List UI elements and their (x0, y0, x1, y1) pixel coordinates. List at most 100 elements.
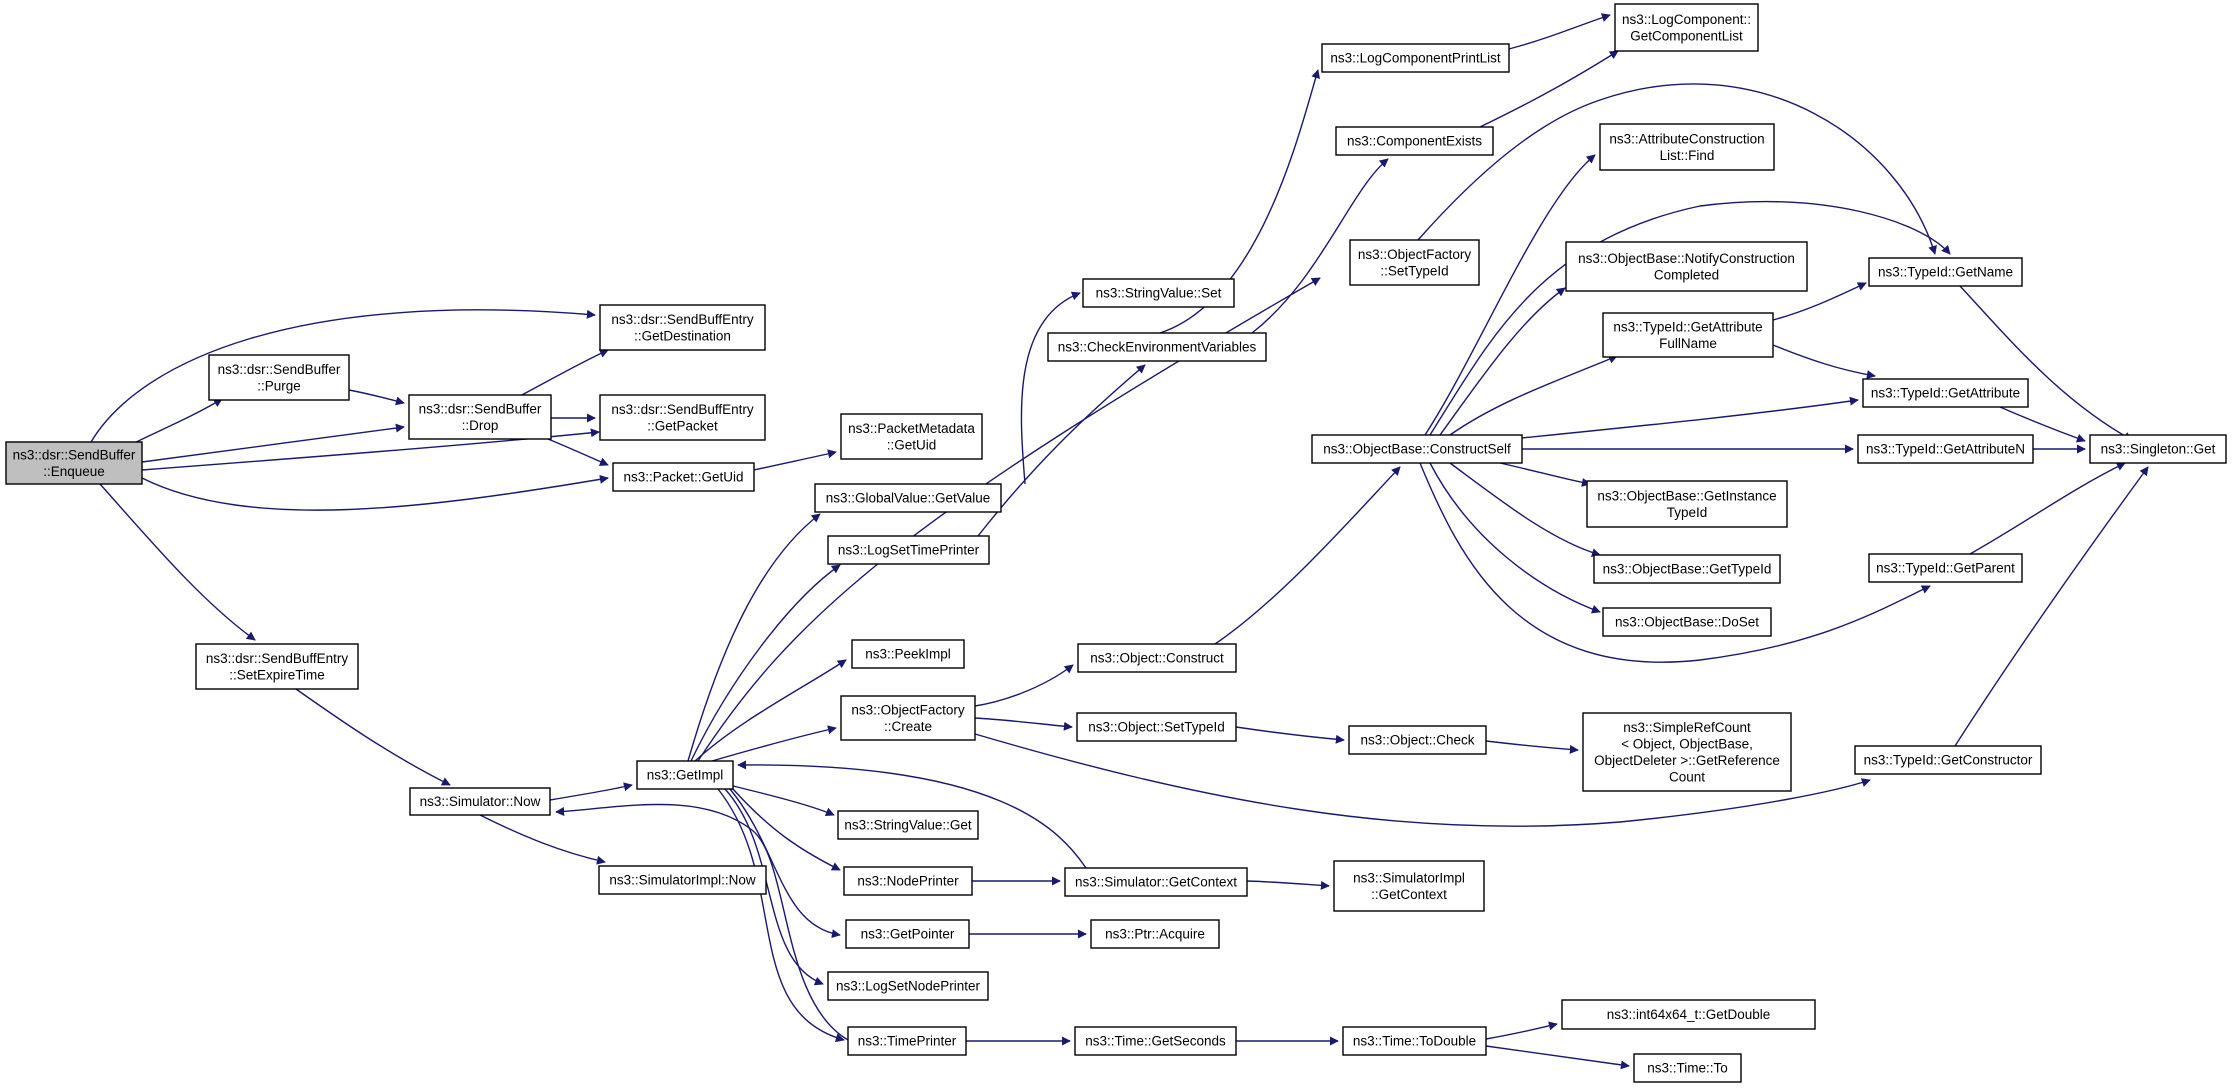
node-tidgetctor[interactable]: ns3::TypeId::GetConstructor (1854, 745, 2042, 775)
node-box (195, 643, 359, 690)
edge-to-svget (732, 785, 835, 817)
node-getpacket[interactable]: ns3::dsr::SendBuffEntry::GetPacket (599, 394, 766, 441)
node-box (1614, 3, 1759, 52)
node-box (851, 639, 965, 669)
edge-to-tidgetattrfull (1449, 354, 1618, 436)
node-peekimpl[interactable]: ns3::PeekImpl (851, 639, 965, 669)
node-label: ::SetTypeId (1380, 263, 1448, 278)
edge-to-tidgetparent (1419, 462, 1931, 663)
node-label: ObjectDeleter >::GetReference (1594, 753, 1780, 768)
edge-to-logsetnp (724, 788, 824, 986)
node-box (1868, 257, 2023, 287)
node-box (599, 394, 766, 441)
node-simnow[interactable]: ns3::Simulator::Now (409, 787, 551, 816)
node-getimpl[interactable]: ns3::GetImpl (636, 760, 734, 790)
edge-to-ofcreate (711, 725, 837, 762)
edge-to-tidgetname (1772, 282, 1867, 321)
node-tidgetname[interactable]: ns3::TypeId::GetName (1868, 257, 2023, 287)
node-pktuid[interactable]: ns3::Packet::GetUid (612, 462, 755, 492)
node-label: ns3::SimulatorImpl::Now (609, 873, 756, 888)
node-label: ::Enqueue (43, 464, 105, 479)
node-enqueue[interactable]: ns3::dsr::SendBuffer::Enqueue (5, 441, 143, 485)
node-box (814, 483, 1002, 513)
node-label: ns3::Time::ToDouble (1353, 1034, 1476, 1049)
edge-to-getdest (519, 349, 609, 397)
node-logsettp[interactable]: ns3::LogSetTimePrinter (827, 535, 990, 565)
node-box (840, 413, 983, 460)
node-compexists[interactable]: ns3::ComponentExists (1335, 126, 1494, 156)
node-tidgetattrn[interactable]: ns3::TypeId::GetAttributeN (1857, 434, 2034, 464)
edge-to-peekimpl (694, 659, 847, 762)
node-svget[interactable]: ns3::StringValue::Get (837, 810, 979, 840)
node-label: ns3::ObjectBase::ConstructSelf (1323, 442, 1511, 457)
node-getpointer[interactable]: ns3::GetPointer (845, 919, 970, 949)
node-label: ::Purge (257, 378, 301, 393)
node-objsettid[interactable]: ns3::Object::SetTypeId (1076, 712, 1237, 742)
node-ofcreate[interactable]: ns3::ObjectFactory::Create (840, 695, 976, 741)
node-objconstruct[interactable]: ns3::Object::Construct (1077, 643, 1237, 673)
node-timeto[interactable]: ns3::Time::To (1633, 1053, 1742, 1083)
node-label: FullName (1659, 336, 1717, 351)
node-lcgetlist[interactable]: ns3::LogComponent::GetComponentList (1614, 3, 1759, 52)
edge-to-tidgetattr (1772, 344, 1876, 380)
node-pmuid[interactable]: ns3::PacketMetadata::GetUid (840, 413, 983, 460)
node-objcheck[interactable]: ns3::Object::Check (1348, 725, 1487, 755)
node-timeprinter[interactable]: ns3::TimePrinter (847, 1026, 967, 1056)
node-setexpire[interactable]: ns3::dsr::SendBuffEntry::SetExpireTime (195, 643, 359, 690)
edge-to-acfind (1424, 154, 1596, 436)
node-simimplctx[interactable]: ns3::SimulatorImpl::GetContext (1333, 860, 1485, 912)
node-tidgetparent[interactable]: ns3::TypeId::GetParent (1868, 553, 2023, 583)
node-box (840, 695, 976, 741)
node-box (1064, 867, 1248, 897)
node-logsetnp[interactable]: ns3::LogSetNodePrinter (827, 971, 989, 1001)
node-box (1311, 434, 1523, 464)
edge-to-obnotify (1439, 287, 1566, 436)
node-gvget[interactable]: ns3::GlobalValue::GetValue (814, 483, 1002, 513)
node-label: Completed (1654, 267, 1719, 282)
node-box (1582, 712, 1792, 792)
node-lcprintlist[interactable]: ns3::LogComponentPrintList (1321, 43, 1510, 73)
node-label: ns3::SimulatorImpl (1353, 870, 1465, 885)
edge-to-obconstructself (1214, 466, 1401, 645)
node-simgetctx[interactable]: ns3::Simulator::GetContext (1064, 867, 1248, 897)
node-box (1602, 312, 1774, 358)
nodes-layer: ns3::dsr::SendBuffer::Enqueuens3::dsr::S… (5, 3, 2227, 1083)
edge-to-int64getdouble (1485, 1021, 1558, 1040)
edge-to-simnow (295, 688, 451, 786)
node-obdoset[interactable]: ns3::ObjectBase::DoSet (1602, 607, 1772, 637)
node-nodeprinter[interactable]: ns3::NodePrinter (843, 866, 973, 896)
node-box (1074, 1026, 1237, 1056)
node-obgettid[interactable]: ns3::ObjectBase::GetTypeId (1593, 554, 1781, 584)
node-label: ns3::Packet::GetUid (623, 470, 743, 485)
node-singletonget[interactable]: ns3::Singleton::Get (2089, 434, 2227, 464)
node-svset[interactable]: ns3::StringValue::Set (1082, 278, 1235, 308)
node-getdest[interactable]: ns3::dsr::SendBuffEntry::GetDestination (599, 304, 766, 351)
node-tidgetattr[interactable]: ns3::TypeId::GetAttribute (1862, 378, 2029, 408)
node-box (1602, 607, 1772, 637)
node-timegetsec[interactable]: ns3::Time::GetSeconds (1074, 1026, 1237, 1056)
node-checkenv[interactable]: ns3::CheckEnvironmentVariables (1047, 332, 1267, 362)
node-obnotify[interactable]: ns3::ObjectBase::NotifyConstructionCompl… (1565, 241, 1808, 292)
node-timetodouble[interactable]: ns3::Time::ToDouble (1342, 1026, 1487, 1056)
edge-to-lcgetlist (1479, 50, 1619, 128)
edge-to-obdoset (1429, 462, 1601, 614)
node-box (1862, 378, 2029, 408)
node-drop[interactable]: ns3::dsr::SendBuffer::Drop (408, 394, 552, 440)
node-srcgetref[interactable]: ns3::SimpleRefCount< Object, ObjectBase,… (1582, 712, 1792, 792)
node-label: ns3::ObjectBase::NotifyConstruction (1578, 251, 1795, 266)
edge-to-checkenv (977, 364, 1146, 537)
node-box (1868, 553, 2023, 583)
node-box (409, 787, 551, 816)
node-box (1335, 126, 1494, 156)
node-ptracquire[interactable]: ns3::Ptr::Acquire (1090, 919, 1220, 949)
node-label: ::Create (884, 719, 932, 734)
node-obconstructself[interactable]: ns3::ObjectBase::ConstructSelf (1311, 434, 1523, 464)
node-ofsettid[interactable]: ns3::ObjectFactory::SetTypeId (1349, 239, 1480, 286)
node-purge[interactable]: ns3::dsr::SendBuffer::Purge (208, 354, 350, 401)
node-simimplnow[interactable]: ns3::SimulatorImpl::Now (598, 865, 767, 895)
node-int64getdouble[interactable]: ns3::int64x64_t::GetDouble (1561, 999, 1816, 1030)
edge-to-gvget (687, 513, 821, 762)
